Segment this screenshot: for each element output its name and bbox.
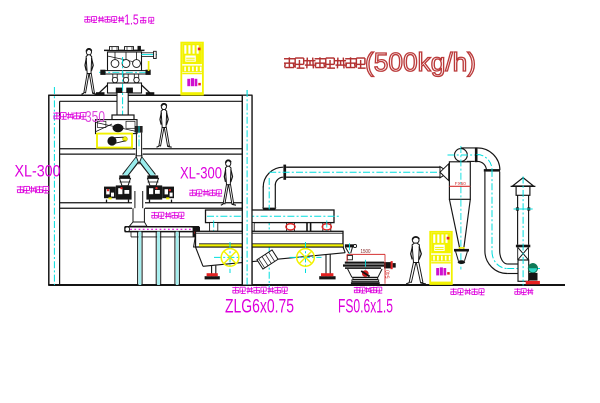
svg-text:350: 350 (85, 109, 105, 126)
svg-text:ZLG6x0.75: ZLG6x0.75 (225, 296, 294, 318)
svg-text:1.5: 1.5 (124, 13, 139, 29)
svg-text:1500: 1500 (361, 249, 371, 255)
svg-text:XL-300: XL-300 (180, 164, 222, 183)
svg-text:540: 540 (385, 270, 391, 279)
svg-text:(500kg/h): (500kg/h) (365, 47, 476, 77)
svg-text:XL-300: XL-300 (15, 162, 61, 181)
svg-text:FX50: FX50 (455, 181, 466, 186)
svg-text:FS0.6x1.5: FS0.6x1.5 (338, 296, 393, 318)
